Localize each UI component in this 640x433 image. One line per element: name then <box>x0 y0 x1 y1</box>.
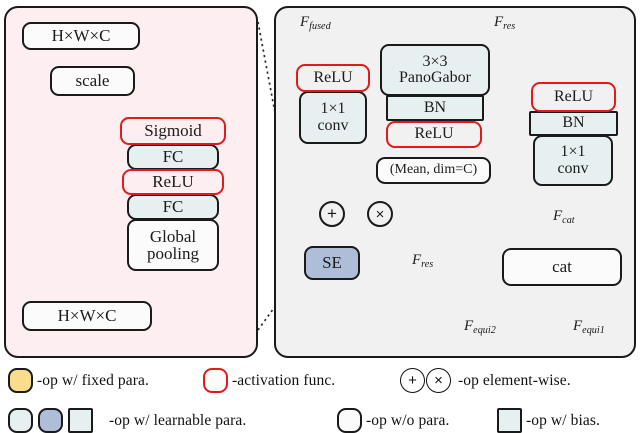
label-sub: equi1 <box>582 324 605 336</box>
node-label: scale <box>75 71 110 91</box>
node-cat[interactable]: cat <box>502 248 622 286</box>
legend-item-activation: -activation func. <box>203 368 335 393</box>
legend-text: -activation func. <box>232 371 336 389</box>
label-f-equi1: Fequi1 <box>573 318 605 336</box>
node-bn-middle[interactable]: BN <box>386 95 484 121</box>
swatch-white-rounded <box>337 408 362 433</box>
label-sub: res <box>421 258 434 270</box>
label-f-res-top: Fres <box>494 14 515 32</box>
node-scale[interactable]: scale <box>50 66 135 96</box>
operator-multiply[interactable]: × <box>367 201 393 227</box>
legend-item-no-para: -op w/o para. <box>337 408 450 433</box>
swatch-teal-square-bias <box>497 408 522 433</box>
node-label: ReLU <box>553 87 594 105</box>
legend-item-learnable-para: -op w/ learnable para. <box>8 408 246 433</box>
legend-item-bias: -op w/ bias. <box>497 408 600 433</box>
legend-item-element-wise: + × -op element-wise. <box>400 368 571 393</box>
node-relu[interactable]: ReLU <box>122 169 224 195</box>
node-fc-upper[interactable]: FC <box>127 144 219 170</box>
swatch-red-rounded <box>203 368 228 393</box>
label-base: F <box>464 318 474 334</box>
node-relu-output[interactable]: ReLU <box>296 64 370 92</box>
legend-text: -op w/ bias. <box>526 411 600 429</box>
legend-text: -op w/ fixed para. <box>37 371 149 389</box>
node-sigmoid[interactable]: Sigmoid <box>120 117 226 145</box>
operator-glyph: × <box>375 205 385 223</box>
se-block-panel <box>4 6 258 358</box>
node-label: ReLU <box>313 68 353 86</box>
node-relu-middle[interactable]: ReLU <box>386 121 482 148</box>
node-label: BN <box>423 98 447 116</box>
label-sub: fused <box>309 20 331 32</box>
node-label: SE <box>322 253 342 273</box>
label-f-res-mid: Fres <box>412 252 433 270</box>
node-output-hwc[interactable]: H×W×C <box>22 22 140 50</box>
swatch-yellow-rounded <box>8 368 33 393</box>
swatch-teal-square <box>68 408 93 433</box>
label-base: F <box>494 14 504 30</box>
node-label: H×W×C <box>57 306 117 326</box>
operator-glyph: + <box>327 204 337 223</box>
node-label: H×W×C <box>51 26 111 46</box>
swatch-blue-rounded <box>38 408 63 433</box>
label-base: F <box>300 14 310 30</box>
node-label: ReLU <box>414 125 454 143</box>
node-label: Sigmoid <box>144 121 202 141</box>
label-sub: equi2 <box>473 324 496 336</box>
node-bn-right[interactable]: BN <box>529 111 618 136</box>
operator-add[interactable]: + <box>319 201 345 227</box>
swatch-teal-rounded <box>8 408 33 433</box>
node-label: ReLU <box>152 172 194 192</box>
label-base: F <box>412 252 422 268</box>
node-label: (Mean, dim=C) <box>389 162 478 178</box>
node-relu-right[interactable]: ReLU <box>531 82 616 112</box>
node-label: BN <box>562 114 585 132</box>
node-label: cat <box>552 257 572 277</box>
node-fc-lower[interactable]: FC <box>127 194 219 220</box>
label-f-fused: Ffused <box>300 14 331 32</box>
label-f-equi2: Fequi2 <box>464 318 496 336</box>
legend-text: -op w/o para. <box>366 411 450 429</box>
label-sub: res <box>503 20 516 32</box>
label-f-cat: Fcat <box>553 208 575 226</box>
node-mean-dim-c[interactable]: (Mean, dim=C) <box>376 157 491 184</box>
swatch-plus-circle-icon: + <box>400 368 425 393</box>
node-input-hwc[interactable]: H×W×C <box>22 301 152 331</box>
label-base: F <box>573 318 583 334</box>
label-sub: cat <box>562 214 575 226</box>
node-se[interactable]: SE <box>304 246 360 280</box>
label-base: F <box>553 208 563 224</box>
legend-item-fixed-para: -op w/ fixed para. <box>8 368 149 393</box>
node-label: FC <box>162 147 184 167</box>
swatch-times-circle-icon: × <box>426 368 451 393</box>
legend-text: -op element-wise. <box>458 371 571 389</box>
node-label: FC <box>162 197 184 217</box>
legend-text: -op w/ learnable para. <box>109 411 247 429</box>
